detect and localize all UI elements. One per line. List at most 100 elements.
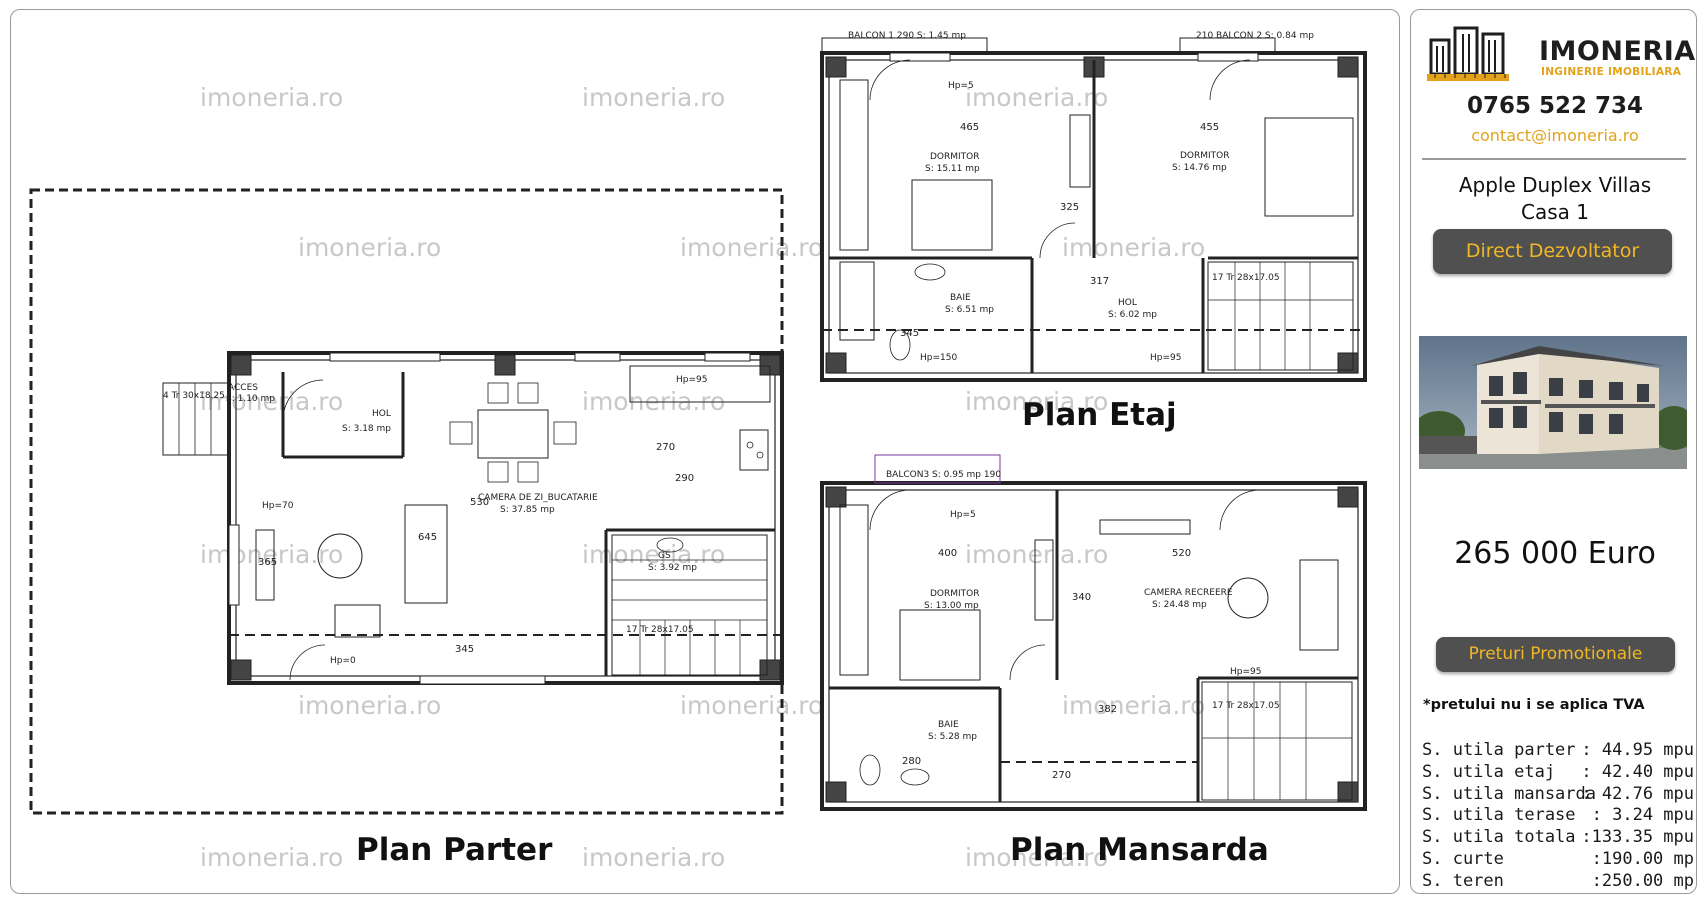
stat-value: : 42.76 mpu — [1581, 783, 1694, 804]
room-name: CAMERA DE ZI_BUCATARIE — [478, 493, 598, 503]
room-name: GS — [658, 551, 671, 561]
watermark-text: imoneria.ro — [298, 233, 441, 262]
stat-row: S. utila mansarda : 42.76 mpu — [1422, 784, 1694, 806]
room-name: ACCES — [228, 383, 258, 393]
dimension: 325 — [1060, 202, 1079, 213]
room-area: S: 37.85 mp — [500, 505, 555, 515]
room-area: S: 14.76 mp — [1172, 163, 1227, 173]
room-area: S: 1.10 mp — [226, 394, 275, 404]
plan-parter: ACCES S: 1.10 mp HOL S: 3.18 mp CAMERA D… — [29, 188, 784, 815]
project-title: Apple Duplex Villas — [1458, 173, 1652, 197]
watermark-text: imoneria.ro — [1062, 691, 1205, 720]
stat-row: S. utila terase : 3.24 mpu — [1422, 805, 1694, 827]
room-area: S: 24.48 mp — [1152, 600, 1207, 610]
stat-value: : 44.95 mpu — [1581, 740, 1694, 760]
stat-label: S. utila etaj — [1422, 761, 1556, 782]
watermark-text: imoneria.ro — [965, 387, 1108, 416]
room-name: BAIE — [950, 293, 971, 303]
stat-row: S. curte :190.00 mp — [1422, 849, 1694, 871]
dimension: 520 — [1172, 548, 1191, 559]
dimension: 365 — [258, 557, 277, 568]
room-area: S: 6.51 mp — [945, 305, 994, 315]
watermark-text: imoneria.ro — [298, 691, 441, 720]
stat-row: S. teren :250.00 mp — [1422, 871, 1694, 893]
room-name: CAMERA RECREERE — [1144, 588, 1233, 598]
room-area: S: 15.11 mp — [925, 164, 980, 174]
stat-label: S. teren — [1422, 870, 1504, 891]
watermark-text: imoneria.ro — [582, 843, 725, 872]
phone-number[interactable]: 0765 522 734 — [1466, 93, 1644, 119]
lot-boundary — [29, 188, 784, 815]
floor-plans-drawing: imoneria.ro imoneria.ro imoneria.ro imon… — [29, 31, 1367, 872]
dimension: 290 — [675, 473, 694, 484]
dimension: 345 — [455, 644, 474, 655]
room-name: DORMITOR — [1180, 151, 1230, 161]
stat-label: S. curte — [1422, 848, 1504, 869]
watermark-text: imoneria.ro — [680, 691, 823, 720]
watermark-text: imoneria.ro — [200, 83, 343, 112]
room-name: HOL — [372, 409, 391, 419]
imoneria-logo-icon — [1427, 26, 1509, 81]
stat-row: S. utila totala :133.35 mpu — [1422, 827, 1694, 849]
balcony-label: BALCON3 S: 0.95 mp 190 — [886, 470, 1001, 480]
dimension: 530 — [470, 497, 489, 508]
room-name: DORMITOR — [930, 589, 980, 599]
dimension: 270 — [1052, 770, 1071, 781]
height-note: Hp=95 — [676, 375, 707, 385]
watermark-text: imoneria.ro — [965, 540, 1108, 569]
stat-label: S. utila mansarda — [1422, 783, 1596, 804]
house-render-image — [1419, 336, 1687, 469]
room-area: S: 13.00 mp — [924, 601, 979, 611]
stat-label: S. utila parter — [1422, 740, 1576, 760]
room-area: S: 6.02 mp — [1108, 310, 1157, 320]
watermark-text: imoneria.ro — [582, 83, 725, 112]
dimension: 340 — [1072, 592, 1091, 603]
plans-panel — [10, 9, 1400, 894]
room-area: S: 3.92 mp — [648, 563, 697, 573]
promo-prices-button[interactable]: Preturi Promotionale — [1436, 637, 1675, 672]
dimension: 317 — [1090, 276, 1109, 287]
dimension: 280 — [902, 756, 921, 767]
dimension: 465 — [960, 122, 979, 133]
divider — [1422, 158, 1686, 160]
project-name: Apple Duplex Villas Casa 1 — [1420, 172, 1690, 226]
watermark-text: imoneria.ro — [965, 83, 1108, 112]
stat-row: S. utila parter : 44.95 mpu — [1422, 740, 1694, 762]
stairs-note: 17 Tr 28x17.05 — [1212, 273, 1280, 283]
plan-etaj-title: Plan Etaj — [1022, 397, 1177, 433]
watermark-text: imoneria.ro — [200, 843, 343, 872]
stat-row: S. utila etaj : 42.40 mpu — [1422, 762, 1694, 784]
stat-value: : 42.40 mpu — [1581, 761, 1694, 782]
plan-mansarda-title: Plan Mansarda — [1010, 832, 1269, 868]
plan-etaj: BALCON 1 290 S: 1.45 mp 210 BALCON 2 S: … — [820, 31, 1367, 382]
dimension: 270 — [656, 442, 675, 453]
room-area: S: 3.18 mp — [342, 424, 391, 434]
watermark-text: imoneria.ro — [1062, 233, 1205, 262]
price: 265 000 Euro — [1454, 536, 1656, 571]
area-stats: S. utila parter : 44.95 mpu S. utila eta… — [1422, 740, 1694, 893]
height-note: Hp=70 — [262, 501, 294, 511]
direct-developer-button[interactable]: Direct Dezvoltator — [1433, 229, 1672, 274]
height-note: Hp=5 — [948, 81, 974, 91]
room-name: BAIE — [938, 720, 959, 730]
height-note: Hp=150 — [920, 353, 957, 363]
vat-note: *pretului nu i se aplica TVA — [1423, 697, 1645, 713]
stairs-note: 4 Tr 30x18.25 — [163, 391, 225, 401]
stat-value: :250.00 mp — [1591, 870, 1694, 891]
dimension: 345 — [900, 328, 919, 339]
watermark-text: imoneria.ro — [965, 843, 1108, 872]
watermark-text: imoneria.ro — [200, 387, 343, 416]
room-area: S: 5.28 mp — [928, 732, 977, 742]
stairs-note: 17 Tr 28x17.05 — [626, 625, 694, 635]
project-subtitle: Casa 1 — [1521, 200, 1589, 224]
room-name: HOL — [1118, 298, 1137, 308]
stat-value: :133.35 mpu — [1581, 827, 1694, 848]
stat-label: S. utila terase — [1422, 805, 1576, 826]
stairs-note: 17 Tr 28x17.05 — [1212, 701, 1280, 711]
brand-tagline: INGINERIE IMOBILIARA — [1541, 66, 1682, 78]
email-link[interactable]: contact@imoneria.ro — [1471, 126, 1639, 145]
height-note: Hp=5 — [950, 510, 976, 520]
dimension: 645 — [418, 532, 437, 543]
brand-name: IMONERIA — [1539, 36, 1696, 67]
balcony-label: BALCON 1 290 S: 1.45 mp — [848, 31, 966, 41]
